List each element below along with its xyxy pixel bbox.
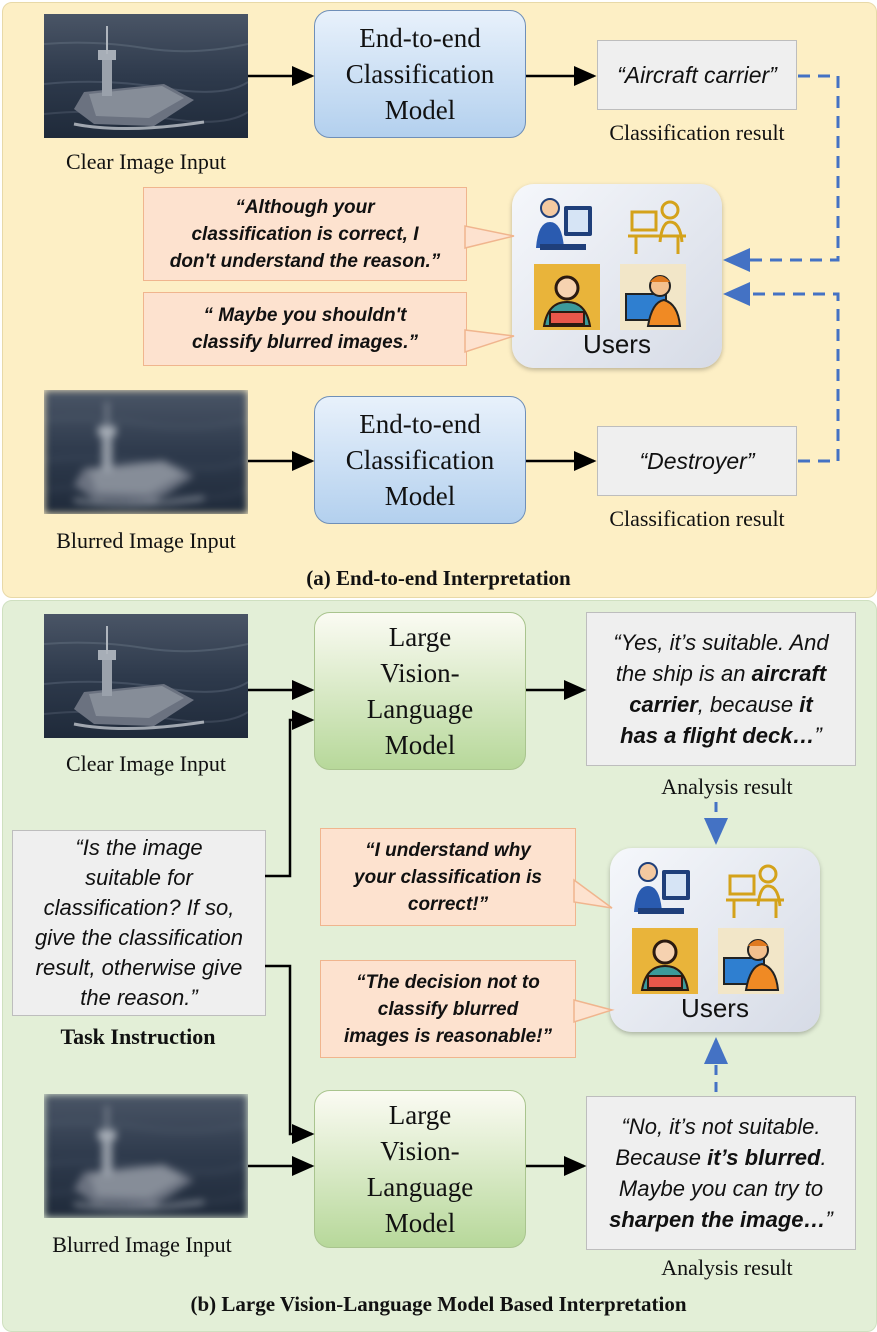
analysis-result-caption-top: Analysis result [661,774,793,799]
model-line: Large [388,1100,452,1130]
classification-result-caption-bottom: Classification result [609,506,785,531]
result-line: the ship is an aircraft [613,658,828,689]
clear-ship-image [44,14,248,138]
panel-a-title: (a) End-to-end Interpretation [306,566,571,590]
users-group-b: Users [610,848,820,1032]
model-line: Model [384,481,456,511]
result-emphasis: aircraft [751,661,827,686]
reader-at-desk-icon [628,200,686,254]
result-emphasis: carrier [629,692,698,717]
model-line: Vision- [380,1136,460,1166]
student-avatar-icon [632,928,698,994]
blurred-image-caption: Blurred Image Input [56,528,236,553]
task-line: give the classification [35,925,243,950]
users-group-a: Users [512,184,722,368]
classification-result-top: “Aircraft carrier” [597,40,797,110]
model-line: Classification [345,59,495,89]
blurred-ship-image [44,390,248,514]
analysis-result-bottom: “No, it’s not suitable. Because it’s blu… [586,1096,856,1250]
task-line: the reason.” [80,985,198,1010]
model-line: Language [366,694,474,724]
clear-image-caption: Clear Image Input [65,149,227,174]
result-emphasis: it [799,692,813,717]
result-text: , because [697,692,800,717]
developer-avatar-icon [634,862,690,914]
bubble-line: images is reasonable!” [343,1025,553,1047]
bubble-line: don't understand the reason.” [169,250,441,272]
bubble-line: your classification is [354,866,542,888]
users-label: Users [583,329,651,359]
model-line: Classification [345,445,495,475]
task-line: “Is the image [75,835,203,860]
panel-b-title: (b) Large Vision-Language Model Based In… [190,1292,687,1316]
bubble-line: classify blurred images.” [192,332,418,353]
student-avatar-icon [534,264,600,330]
bubble-line: “I understand why [365,839,531,861]
bubble-line: “The decision not to [356,971,540,993]
result-line: “Yes, it’s suitable. And [613,630,829,655]
clear-image-caption-b: Clear Image Input [65,751,227,776]
model-line: Large [388,622,452,652]
bubble-line: classify blurred [377,998,519,1020]
bubble-line: “Although your [235,196,375,218]
bubble-line: “ Maybe you shouldn't [203,305,407,326]
task-instruction-caption: Task Instruction [60,1024,216,1049]
users-label: Users [681,993,749,1023]
developer-avatar-icon [536,198,592,250]
classification-result-bottom: “Destroyer” [597,426,797,496]
blurred-image-caption-b: Blurred Image Input [52,1232,232,1257]
result-emphasis: it’s blurred [707,1145,821,1170]
model-line: Model [384,95,456,125]
classification-result-caption-top: Classification result [609,120,785,145]
lvlm-model-bottom: Large Vision- Language Model [314,1090,526,1248]
user-comment-bubble-b1: “I understand why your classification is… [320,828,576,926]
result-line: sharpen the image…” [609,1204,833,1235]
result-text: . [820,1145,827,1170]
analysis-result-top: “Yes, it’s suitable. And the ship is an … [586,612,856,766]
clear-ship-image-b [44,614,248,738]
bubble-line: correct!” [407,893,489,915]
result-line: “No, it’s not suitable. [621,1114,821,1139]
model-line: Model [384,730,456,760]
lvlm-model-top: Large Vision- Language Model [314,612,526,770]
model-line: End-to-end [359,409,481,439]
task-instruction-box: “Is the image suitable for classificatio… [12,830,266,1016]
user-comment-bubble-1: “Although your classification is correct… [143,187,467,281]
task-line: classification? If so, [43,895,235,920]
task-line: suitable for [85,865,193,890]
result-line: Maybe you can try to [618,1176,824,1201]
user-comment-bubble-b2: “The decision not to classify blurred im… [320,960,576,1058]
blurred-ship-image-b [44,1094,248,1218]
user-comment-bubble-2: “ Maybe you shouldn't classify blurred i… [143,292,467,366]
bubble-line: classification is correct, I [191,223,419,245]
result-line: Because it’s blurred. [609,1142,833,1173]
model-line: Model [384,1208,456,1238]
result-text: ” [825,1207,833,1232]
end-to-end-model-top: End-to-end Classification Model [314,10,526,138]
result-emphasis: has a flight deck… [620,723,815,748]
result-line: has a flight deck…” [613,720,828,751]
result-emphasis: sharpen the image… [609,1207,826,1232]
gamer-avatar-icon [620,264,686,330]
result-text: the ship is an [615,661,752,686]
result-line: carrier, because it [613,689,828,720]
reader-at-desk-icon [726,864,784,918]
result-text: ” [814,723,822,748]
gamer-avatar-icon [718,928,784,994]
end-to-end-model-bottom: End-to-end Classification Model [314,396,526,524]
model-line: End-to-end [359,23,481,53]
model-line: Vision- [380,658,460,688]
task-line: result, otherwise give [35,955,243,980]
model-line: Language [366,1172,474,1202]
analysis-result-caption-bottom: Analysis result [661,1255,793,1280]
result-text: Because [615,1145,708,1170]
